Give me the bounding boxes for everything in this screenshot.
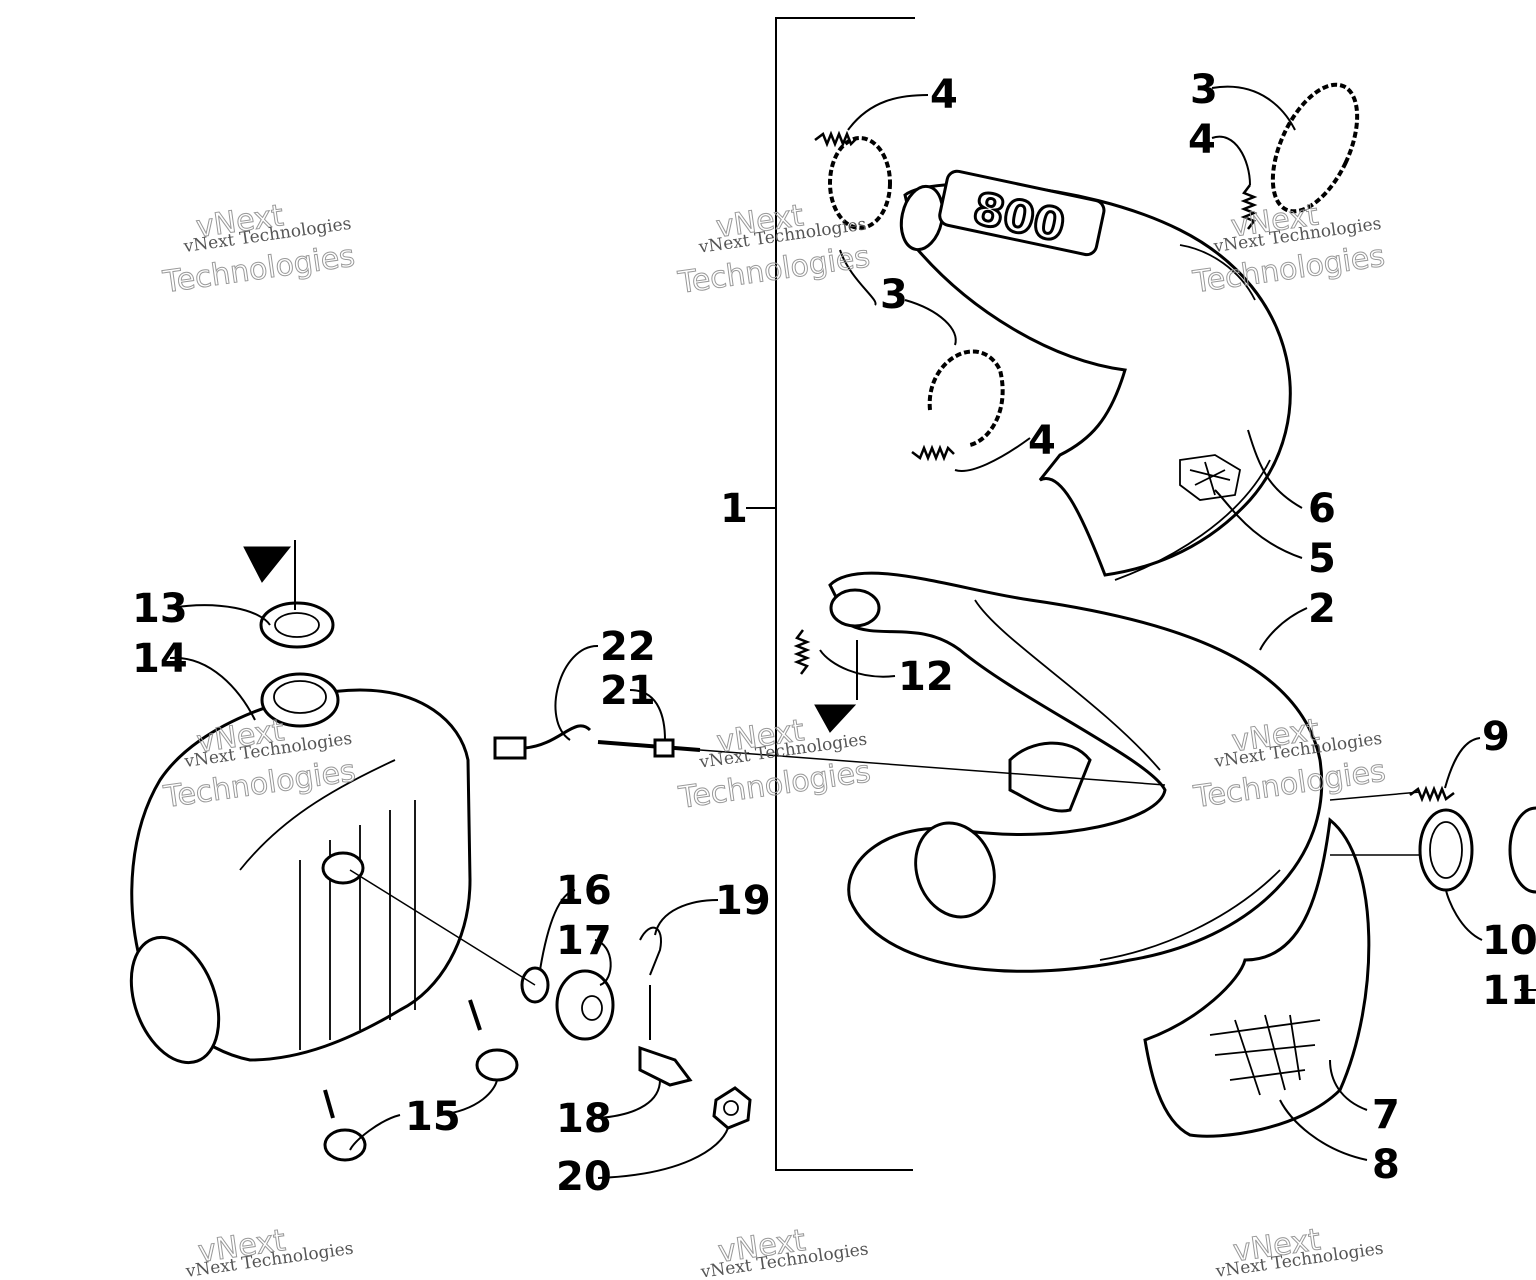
- arrow-marker: [243, 546, 292, 583]
- exhaust-silencer: 800: [899, 169, 1292, 581]
- wire-harness: [493, 724, 592, 760]
- tank-cap-seal: [259, 601, 335, 649]
- callout-13: 13: [132, 586, 188, 632]
- callout-14: 14: [132, 636, 188, 682]
- watermark: vNext vNext Technologies Technologies: [1190, 197, 1388, 301]
- callout-17: 17: [556, 918, 612, 964]
- spring: [1409, 785, 1455, 803]
- callout-4: 4: [1188, 117, 1216, 163]
- callout-2: 2: [1308, 586, 1336, 632]
- hose-clamp: [1270, 82, 1360, 214]
- callout-21: 21: [600, 668, 656, 714]
- callout-6: 6: [1308, 486, 1336, 532]
- callout-8: 8: [1372, 1142, 1400, 1188]
- watermark: vNext vNext Technologies: [1214, 1222, 1385, 1280]
- callout-1: 1: [720, 486, 748, 532]
- callout-15: 15: [405, 1094, 461, 1140]
- hose-clamp: [927, 349, 1005, 447]
- callout-3: 3: [880, 272, 908, 318]
- callout-16: 16: [556, 868, 612, 914]
- temp-sensor: [597, 738, 701, 758]
- grommet: [555, 969, 615, 1041]
- callout-20: 20: [556, 1154, 612, 1200]
- callout-19: 19: [715, 878, 771, 924]
- callout-4: 4: [1028, 418, 1056, 464]
- leader-lines: [169, 85, 1536, 1179]
- callout-10: 10: [1482, 918, 1536, 964]
- spring: [911, 444, 955, 462]
- callout-12: 12: [898, 654, 954, 700]
- callout-3: 3: [1190, 67, 1218, 113]
- lock-nut: [712, 1086, 752, 1130]
- fitting: [638, 1045, 693, 1087]
- spring: [793, 629, 811, 675]
- assembly-bracket: [746, 17, 915, 1171]
- spring: [1240, 184, 1258, 230]
- watermark: vNext vNext Technologies: [184, 1223, 355, 1280]
- callout-4: 4: [930, 72, 958, 118]
- oil-tank: [129, 672, 472, 1065]
- exhaust-gasket: [1418, 808, 1474, 892]
- callout-11: 11: [1482, 968, 1536, 1014]
- watermark: vNext vNext Technologies: [699, 1223, 870, 1280]
- callout-18: 18: [556, 1096, 612, 1142]
- arrow-marker: [814, 704, 857, 733]
- cotter-pin: [639, 926, 662, 976]
- callout-labels: 1 2 3 3 4 4 4 5 6 7 8 9 10 11 12 13 14 1…: [132, 67, 1536, 1200]
- tail-pipe: [1143, 817, 1371, 1138]
- callout-9: 9: [1482, 714, 1510, 760]
- watermark: vNext vNext Technologies Technologies: [160, 198, 358, 301]
- callout-22: 22: [600, 624, 656, 670]
- mount-grommet: [323, 1089, 367, 1162]
- watermark: vNext vNext Technologies Technologies: [676, 713, 874, 817]
- callout-7: 7: [1372, 1092, 1400, 1138]
- watermark: vNext vNext Technologies Technologies: [675, 198, 873, 302]
- mount-grommet: [468, 999, 519, 1082]
- callout-5: 5: [1308, 536, 1336, 582]
- spring: [814, 130, 858, 148]
- exhaust-flange: [1508, 806, 1536, 894]
- hose-clamp: [828, 136, 892, 230]
